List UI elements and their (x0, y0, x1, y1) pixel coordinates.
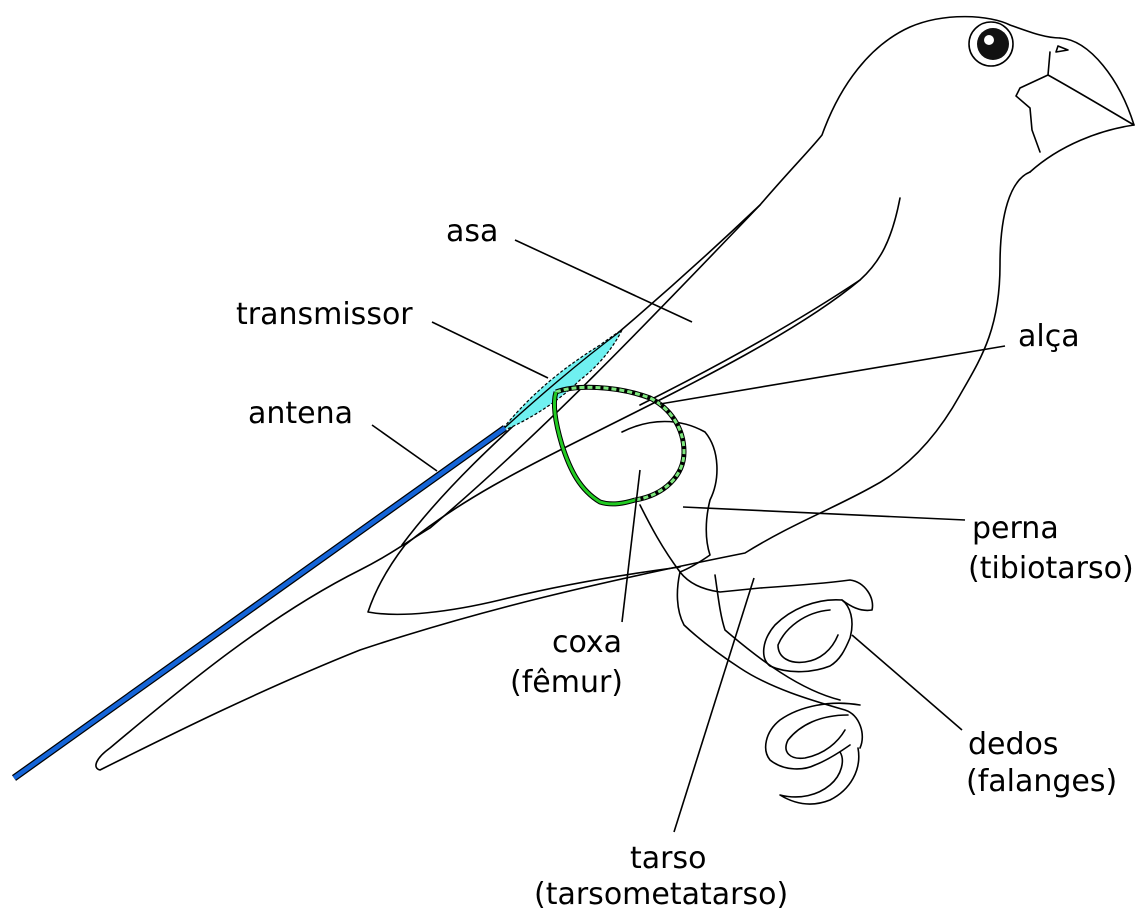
label-tarso-sub: (tarsometatarso) (534, 877, 788, 911)
label-tarso: tarso (630, 841, 706, 876)
label-dedos: dedos (968, 727, 1059, 762)
label-alca: alça (1018, 319, 1080, 354)
leader-tarso (674, 578, 754, 832)
label-perna: perna (972, 511, 1059, 546)
toes-upper-inner (778, 610, 838, 662)
label-asa: asa (446, 214, 498, 249)
harness-solid (554, 392, 635, 504)
tarsus-outline (677, 572, 862, 748)
leader-alca (660, 346, 1005, 404)
beak-line (1048, 75, 1134, 125)
label-coxa: coxa (552, 625, 622, 660)
leader-dedos (852, 635, 962, 730)
leg (622, 422, 873, 805)
toes-lower (766, 703, 860, 769)
leader-transmissor (432, 322, 548, 378)
label-antena: antena (248, 396, 353, 431)
leader-coxa (622, 470, 640, 622)
tibiotarsus-outline (680, 572, 873, 610)
label-transmissor: transmissor (236, 297, 413, 332)
label-perna-sub: (tibiotarso) (968, 551, 1134, 586)
leader-lines (372, 240, 1005, 832)
body-contour (640, 280, 860, 405)
leader-antena (372, 425, 437, 471)
nostril (1056, 46, 1068, 52)
leader-perna (683, 507, 965, 520)
transmitter (500, 330, 622, 432)
wing-outline (368, 198, 900, 614)
leader-asa (515, 240, 692, 322)
label-dedos-sub: (falanges) (966, 764, 1117, 799)
label-coxa-sub: (fêmur) (510, 665, 623, 700)
beak (1030, 38, 1134, 172)
eye (969, 22, 1013, 66)
tarsus-inner (715, 575, 840, 700)
beak-lower (1016, 52, 1050, 152)
harness-dashed (556, 387, 684, 500)
